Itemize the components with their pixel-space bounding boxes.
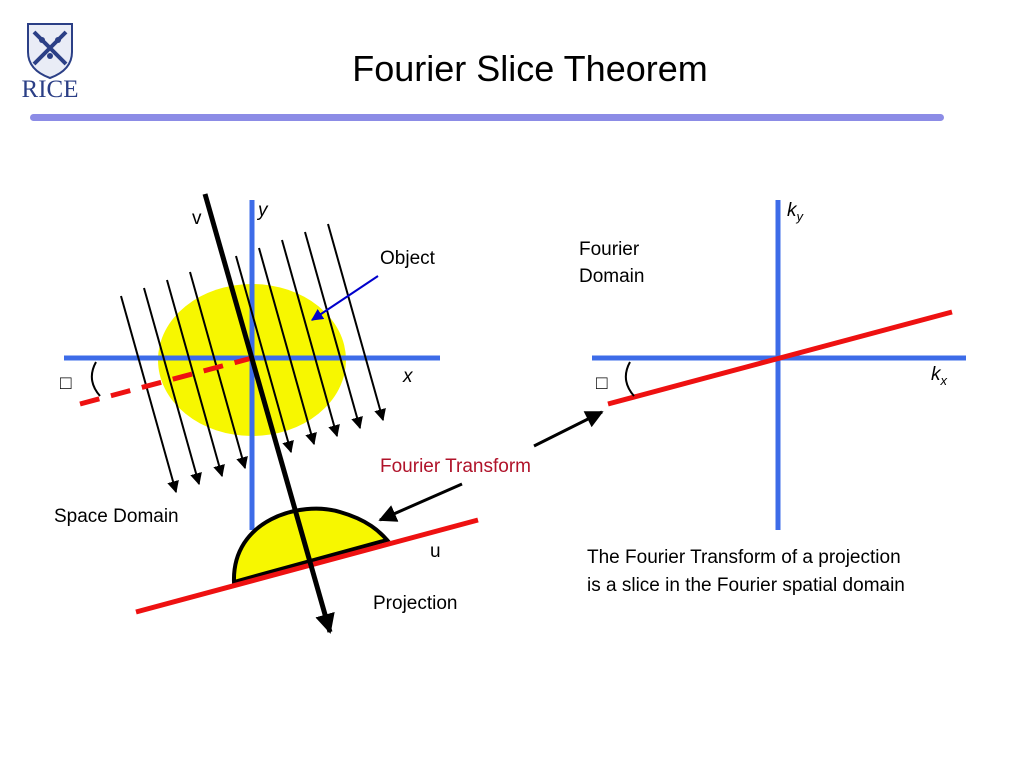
space-domain-label: Space Domain [54,506,179,527]
theta-arc-fourier [624,361,635,397]
projection-rays [120,223,386,494]
kx-sub: x [940,373,948,388]
v-axis-label: v [192,208,202,229]
caption-line1: The Fourier Transform of a projection [587,547,901,568]
ray [189,271,248,470]
object-pointer-arrow [311,275,379,321]
ray [166,279,225,478]
theta-symbol-fourier: □ [596,373,608,394]
object-label: Object [380,248,436,269]
ray [304,231,363,430]
kx-base: k [931,364,942,385]
ray [120,295,179,494]
page-title: Fourier Slice Theorem [352,48,708,89]
title-divider [30,114,944,121]
ray [143,287,202,486]
fourier-transform-label: Fourier Transform [380,456,531,477]
ky-sub: y [796,209,805,224]
u-axis-label: u [430,541,441,562]
ray [235,255,294,454]
projection-u-axis [135,517,479,615]
logo-text: RICE [21,76,79,103]
ky-axis-label: ky [787,200,805,224]
x-axis-label: x [402,366,414,387]
space-domain-panel [64,193,479,634]
fourier-slice-line [607,309,953,407]
fourier-domain-panel [592,200,966,530]
kx-axis-label: kx [931,364,948,388]
ft-arrow-from-projection [378,482,463,522]
rice-shield-logo [27,23,73,80]
ft-arrow-to-slice [533,410,604,448]
fourier-domain-label-line1: Fourier [579,239,640,260]
ray [258,247,317,446]
theta-arc-space [90,361,101,397]
ray [327,223,386,422]
y-axis-label: y [256,200,269,221]
caption-line2: is a slice in the Fourier spatial domain [587,575,905,596]
fourier-domain-label-line2: Domain [579,266,644,287]
projection-label: Projection [373,593,458,614]
v-axis-arrow [202,193,335,634]
theta-symbol-space: □ [60,373,72,394]
ray [281,239,340,438]
projection-profile [231,506,391,585]
ky-base: k [787,200,798,221]
